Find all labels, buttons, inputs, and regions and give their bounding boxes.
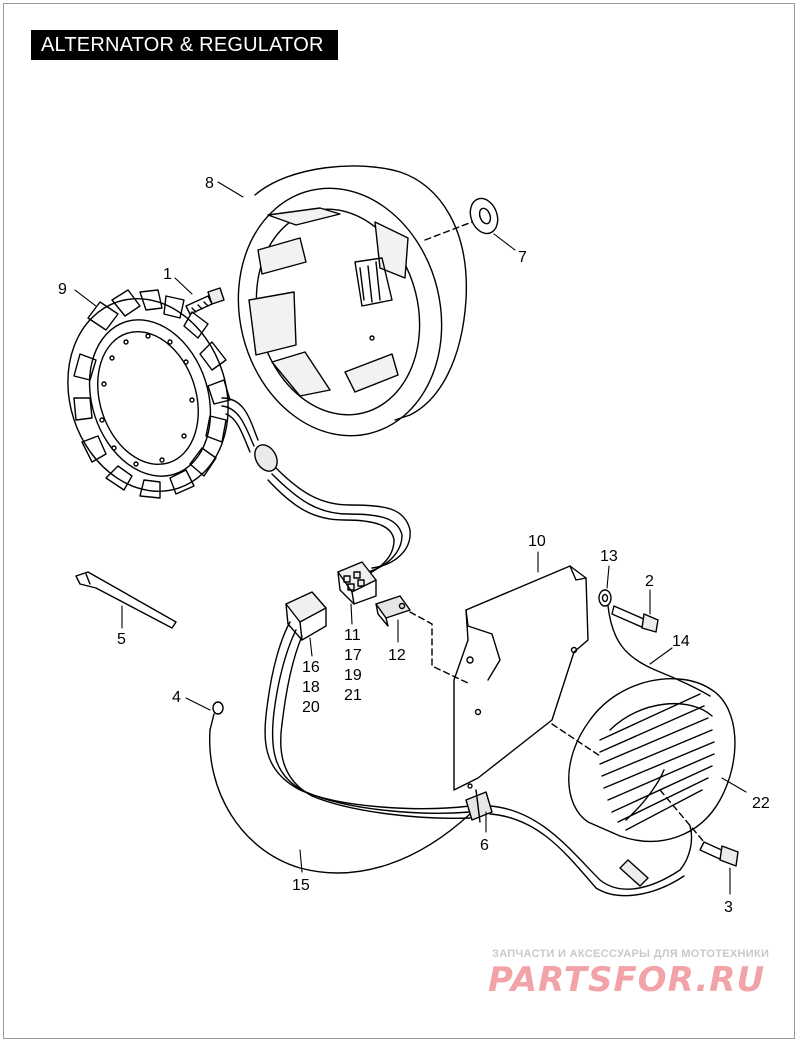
callout-14: 14 — [672, 633, 690, 650]
callout-3: 3 — [724, 899, 733, 916]
page-title: ALTERNATOR & REGULATOR — [31, 30, 338, 60]
callout-21: 21 — [344, 687, 362, 704]
voltage-regulator-part[interactable] — [568, 678, 736, 843]
callout-16: 16 — [302, 659, 320, 676]
regulator-wiring-harness — [264, 699, 693, 897]
callout-20: 20 — [302, 699, 320, 716]
callout-18: 18 — [302, 679, 320, 696]
callout-numbers: 8 7 9 1 5 10 13 2 14 11 17 19 21 12 16 1… — [58, 175, 770, 916]
callout-22: 22 — [752, 795, 770, 812]
watermark-tagline: ЗАПЧАСТИ И АКСЕССУАРЫ ДЛЯ МОТОТЕХНИКИ — [492, 948, 770, 960]
regulator-mount-bolt-part[interactable] — [699, 841, 739, 867]
callout-12: 12 — [388, 647, 406, 664]
callout-10: 10 — [528, 533, 546, 550]
regulator-bolt-part[interactable] — [611, 605, 659, 633]
diagram-frame — [3, 3, 795, 1039]
watermark-logo: PARTSFOR.RU — [488, 960, 766, 1000]
callout-8: 8 — [205, 175, 214, 192]
callout-19: 19 — [344, 667, 362, 684]
regulator-connector-part[interactable] — [267, 591, 327, 725]
callout-5: 5 — [117, 631, 126, 648]
clip-part[interactable] — [375, 595, 411, 627]
callout-leader-lines — [74, 181, 747, 895]
stator-wiring-harness — [221, 397, 411, 577]
ground-wire-part[interactable] — [607, 605, 711, 697]
ring-terminal-wire-part[interactable] — [209, 701, 471, 874]
callout-6: 6 — [480, 837, 489, 854]
stator-part[interactable] — [44, 278, 253, 513]
callout-9: 9 — [58, 281, 67, 298]
grommet-part[interactable] — [598, 589, 612, 607]
callout-4: 4 — [172, 689, 181, 706]
regulator-bracket-part[interactable] — [453, 565, 589, 791]
callout-13: 13 — [600, 548, 618, 565]
harness-clip-part[interactable] — [465, 789, 493, 823]
washer-part[interactable] — [466, 195, 503, 238]
rotor-washer-guide-line — [424, 221, 473, 241]
callout-11: 11 — [344, 627, 361, 644]
rotor-part[interactable] — [213, 165, 468, 458]
stator-screw-part[interactable] — [185, 287, 225, 315]
callout-7: 7 — [518, 249, 527, 266]
clip-guide-line — [409, 611, 471, 685]
callout-15: 15 — [292, 877, 310, 894]
stator-connector-part[interactable] — [337, 561, 377, 605]
callout-17: 17 — [344, 647, 362, 664]
bolt-guide-line — [551, 723, 705, 843]
cable-strap-part[interactable] — [75, 571, 177, 629]
callout-2: 2 — [645, 573, 654, 590]
callout-1: 1 — [163, 266, 172, 283]
